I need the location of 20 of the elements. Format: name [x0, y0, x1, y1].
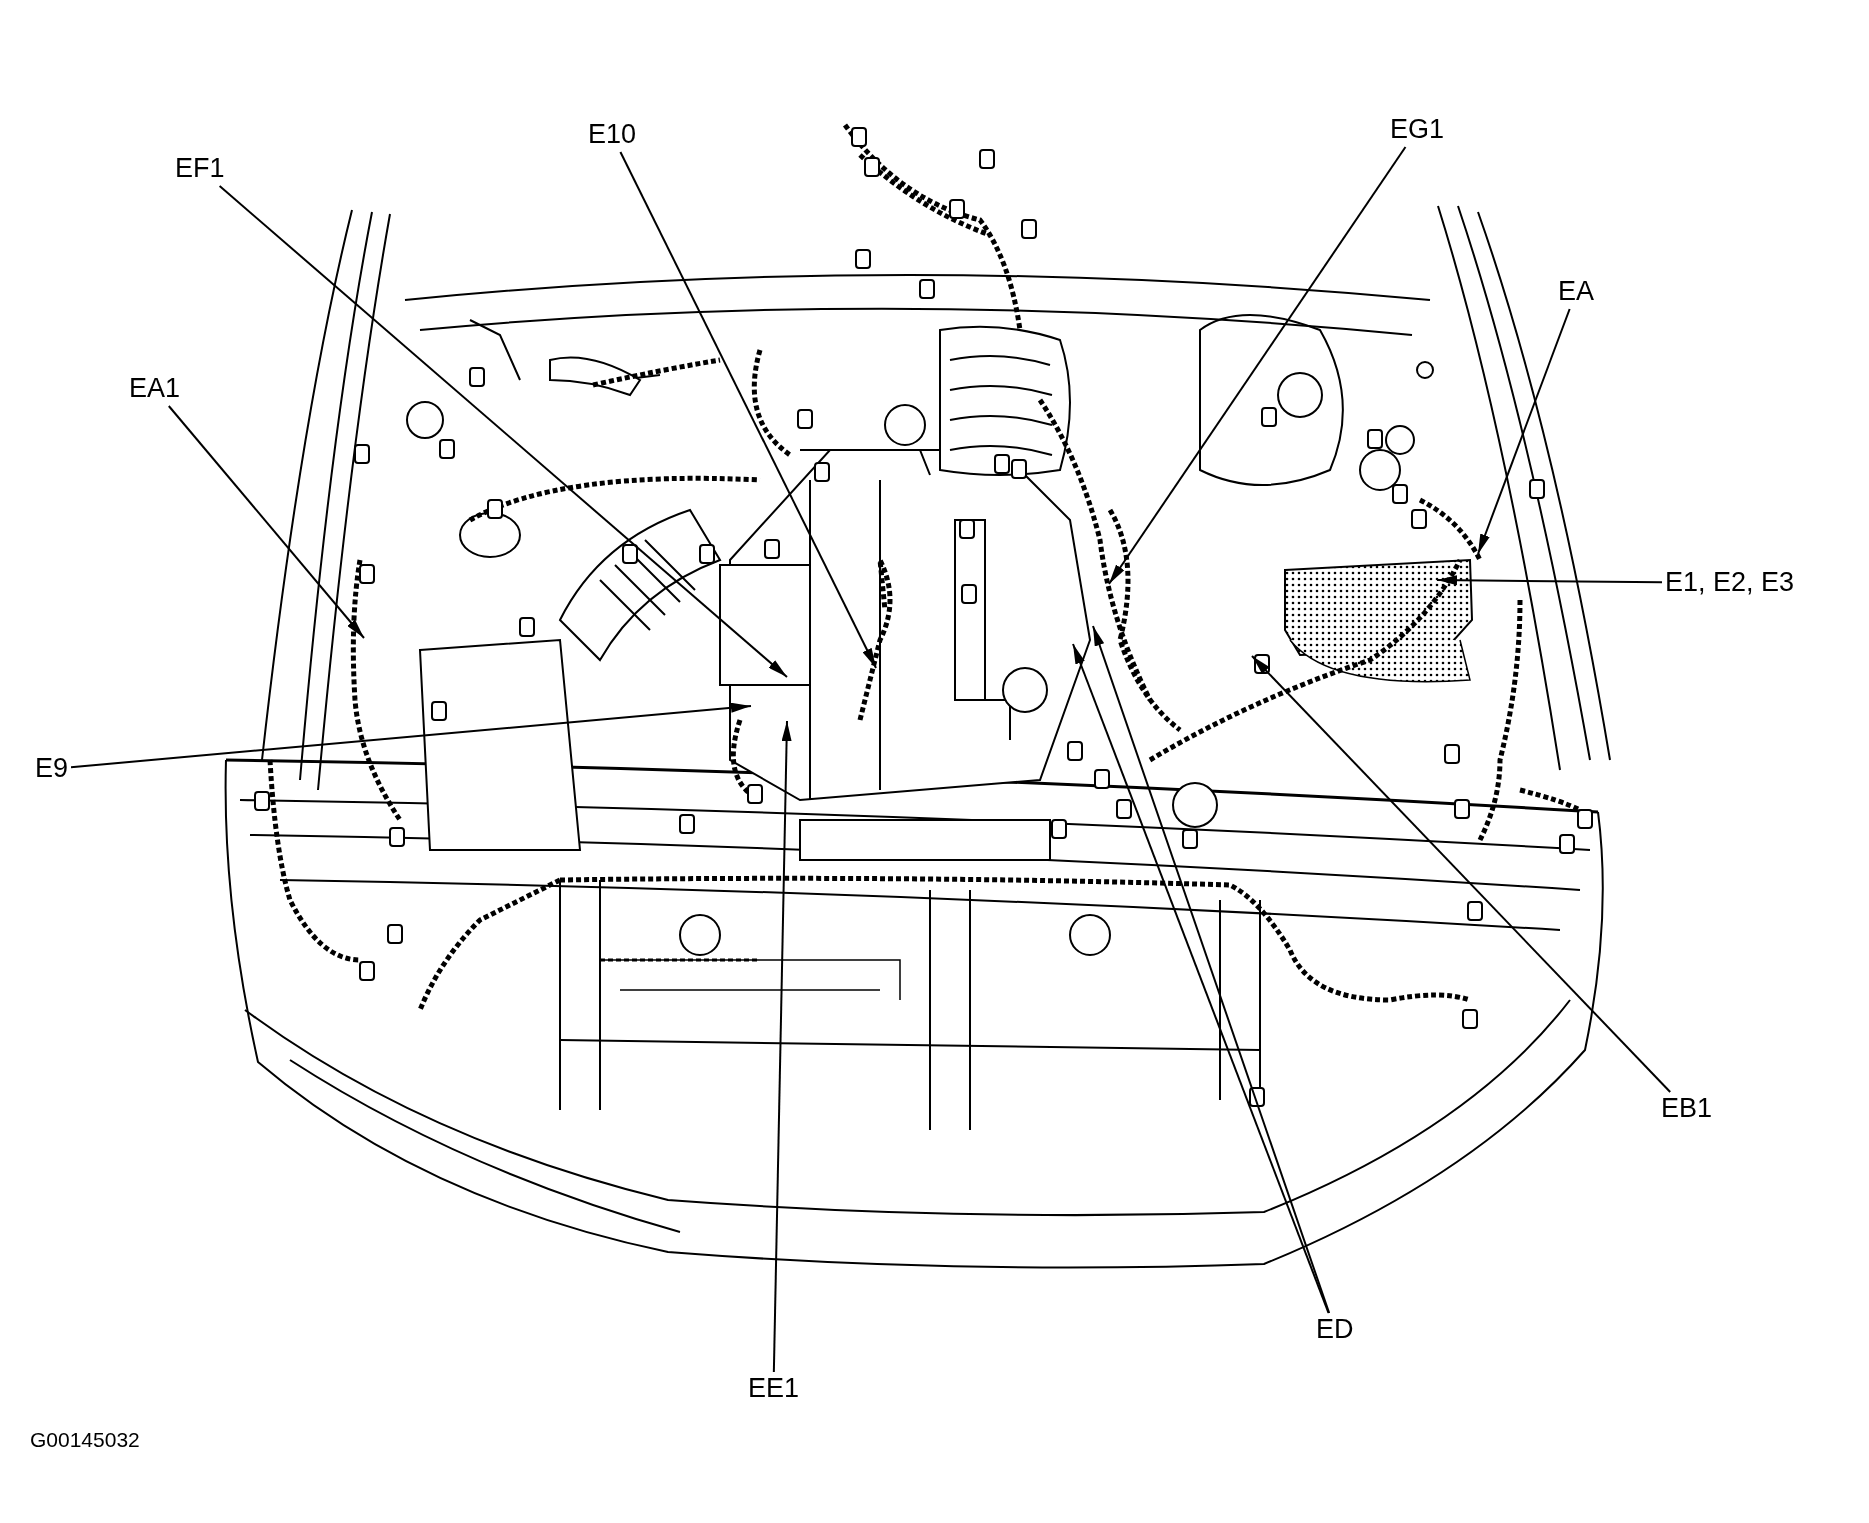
- leader-line: [1436, 575, 1663, 586]
- callout-label: EB1: [1658, 1092, 1716, 1126]
- leader-line: [1108, 146, 1407, 585]
- callout-label: EE1: [745, 1372, 803, 1406]
- leader-line: [70, 702, 752, 769]
- callout-label: EA1: [126, 372, 184, 406]
- callout-label: EG1: [1387, 113, 1448, 147]
- callout-label: E10: [585, 118, 640, 152]
- callout-label: EF1: [172, 152, 228, 186]
- leader-line: [1477, 308, 1571, 555]
- callout-label: E9: [32, 752, 72, 786]
- leader-line: [1251, 655, 1672, 1093]
- leader-line: [772, 720, 792, 1373]
- callout-label: EA: [1555, 275, 1598, 309]
- leader-line: [167, 405, 365, 639]
- leader-line: [619, 151, 877, 669]
- leader-line: [218, 185, 788, 678]
- callout-label: E1, E2, E3: [1662, 566, 1798, 600]
- figure-code: G00145032: [30, 1428, 140, 1452]
- callout-label: ED: [1313, 1313, 1357, 1347]
